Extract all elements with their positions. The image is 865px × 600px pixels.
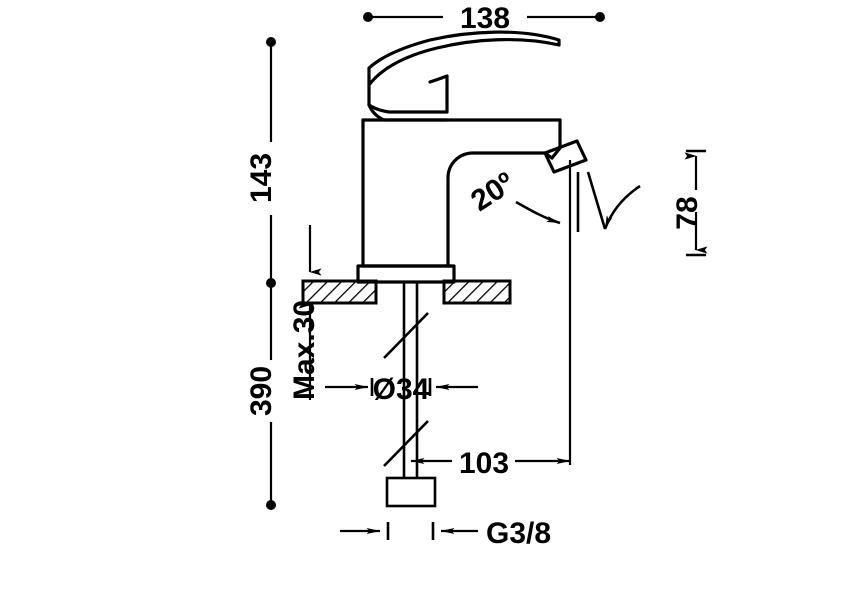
angle-inclined-line [586,171,607,230]
countertop-right-section [442,279,512,305]
base-collar [356,264,456,284]
dim-endpoint-middle [266,278,276,288]
dimension-d34: Ø34 [325,373,478,406]
dim-138-endpoint-left [363,12,373,22]
dimension-max30: Max.30 [288,225,322,400]
dim-max30-label: Max.30 [288,300,321,400]
leader-mark-upper [383,312,429,359]
supply-connector [385,476,437,508]
faucet-spout-undercurve [446,151,554,268]
dim-143-label: 143 [245,153,278,203]
dimension-78: 78 [671,149,708,257]
dim-endpoint-bottom [266,500,276,510]
countertop [301,279,512,305]
dim-390-label: 390 [245,366,278,416]
lever-handle-lower [367,74,449,114]
dim-endpoint-top [266,37,276,47]
dim-103-label: 103 [459,447,509,480]
countertop-left-section [301,279,378,305]
dimension-103: 103 [410,160,572,480]
faucet-body-group [356,30,588,284]
dimension-g38: G3/8 [340,517,551,550]
dim-138-endpoint-right [595,12,605,22]
leader-mark-lower [383,420,429,467]
aerator [543,139,588,174]
dim-g38-label: G3/8 [486,517,551,550]
angle-arrow-left [515,200,561,225]
stem-leader-marks [383,312,429,467]
lever-handle-blade [367,30,561,87]
dimension-143-390: 143 390 [245,37,278,510]
angle-arrow-right [603,184,641,230]
dim-138-label: 138 [460,2,510,35]
dimension-138: 138 [363,2,605,35]
dim-d34-label: Ø34 [373,373,430,406]
dim-78-label: 78 [671,196,704,229]
